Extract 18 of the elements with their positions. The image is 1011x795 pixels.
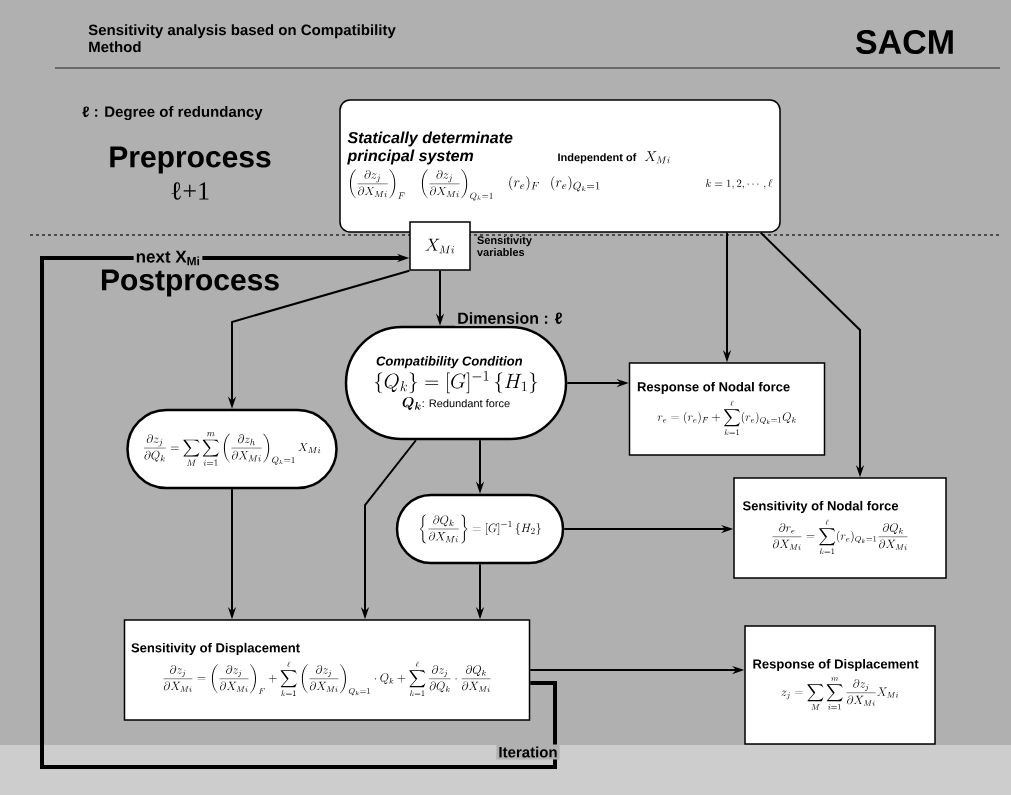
title: Sensitivity analysis based on Compatibility Method xyxy=(88,24,396,53)
rounded-box: Compatibility Condition $\left\{Q_k\right\}=[G]^{-1}\left\{H_1\right\}$ $Q_k$ : Redundant force xyxy=(344,325,568,441)
formula-text: ℓ+1 xyxy=(171,182,209,200)
section-heading: Postprocess xyxy=(101,269,279,297)
process-box: Response of Nodal force $r_e=(r_e)_F+\sum_{k=1}^{\ell}(r_e)_{Q_k=1}Q_k$ xyxy=(628,362,826,456)
rounded-box: $\frac{\partial z_j}{\partial Q_k}=\sum_M\sum_{i=1}^{m}\left(\frac{\partial z_h}{\partial X_{Mi}}\right)_{Q_k=1}X_{Mi}$ xyxy=(126,408,338,490)
process-box: Sensitivity of Nodal force $\frac{\partial r_e}{\partial X_{Mi}}=\sum_{k=1}^{\ell}(r_e)_{Q_k=1}\frac{\partial Q_k}{\partial X_{Mi}}$ xyxy=(733,477,947,579)
loop-arrow xyxy=(40,253,557,769)
acronym: SACM xyxy=(855,29,953,55)
edge-label: Dimension : ℓ xyxy=(455,310,565,326)
process-box: $X_{Mi}$ xyxy=(409,221,471,271)
note: ℓ : Degree of redundancy xyxy=(82,106,263,121)
process-box: Response of Displacement $z_j=\sum_M\sum_{i=1}^{m}\frac{\partial z_j}{\partial X_{Mi}}X_{Mi}$ xyxy=(744,625,936,745)
system-box: Statically determinate principal system Independent of $X_{Mi}$ $\left(\frac{\partial z_j}{\partial X_{Mi}}\right)_F$ $\left(\frac{\partial z_j}{\partial X_{Mi}}\right)_{Q_k=1}$ $(r_e)_F$ $(r_e)_{Q_k=1}$ $k=1,2,\cdots,\ell$ xyxy=(339,99,781,233)
side-note: Sensitivity variables xyxy=(477,235,532,257)
rounded-box: $\left\{\frac{\partial Q_k}{\partial X_{Mi}}\right\}=[G]^{-1}\left\{H_2\right\}$ xyxy=(395,493,565,565)
section-heading: Preprocess xyxy=(110,146,271,174)
process-box: Sensitivity of Displacement $\frac{\partial z_j}{\partial X_{Mi}}=\left(\frac{\partial z_j}{\partial X_{Mi}}\right)_F+\sum_{k=1}^{\ell}\left(\frac{\partial z_j}{\partial X_{Mi}}\right)_{Q_k=1}\cdot Q_k+\sum_{k=1}^{\ell}\frac{\partial z_j}{\partial Q_k}\cdot\frac{\partial Q_k}{\partial X_{Mi}}$ xyxy=(123,619,531,721)
